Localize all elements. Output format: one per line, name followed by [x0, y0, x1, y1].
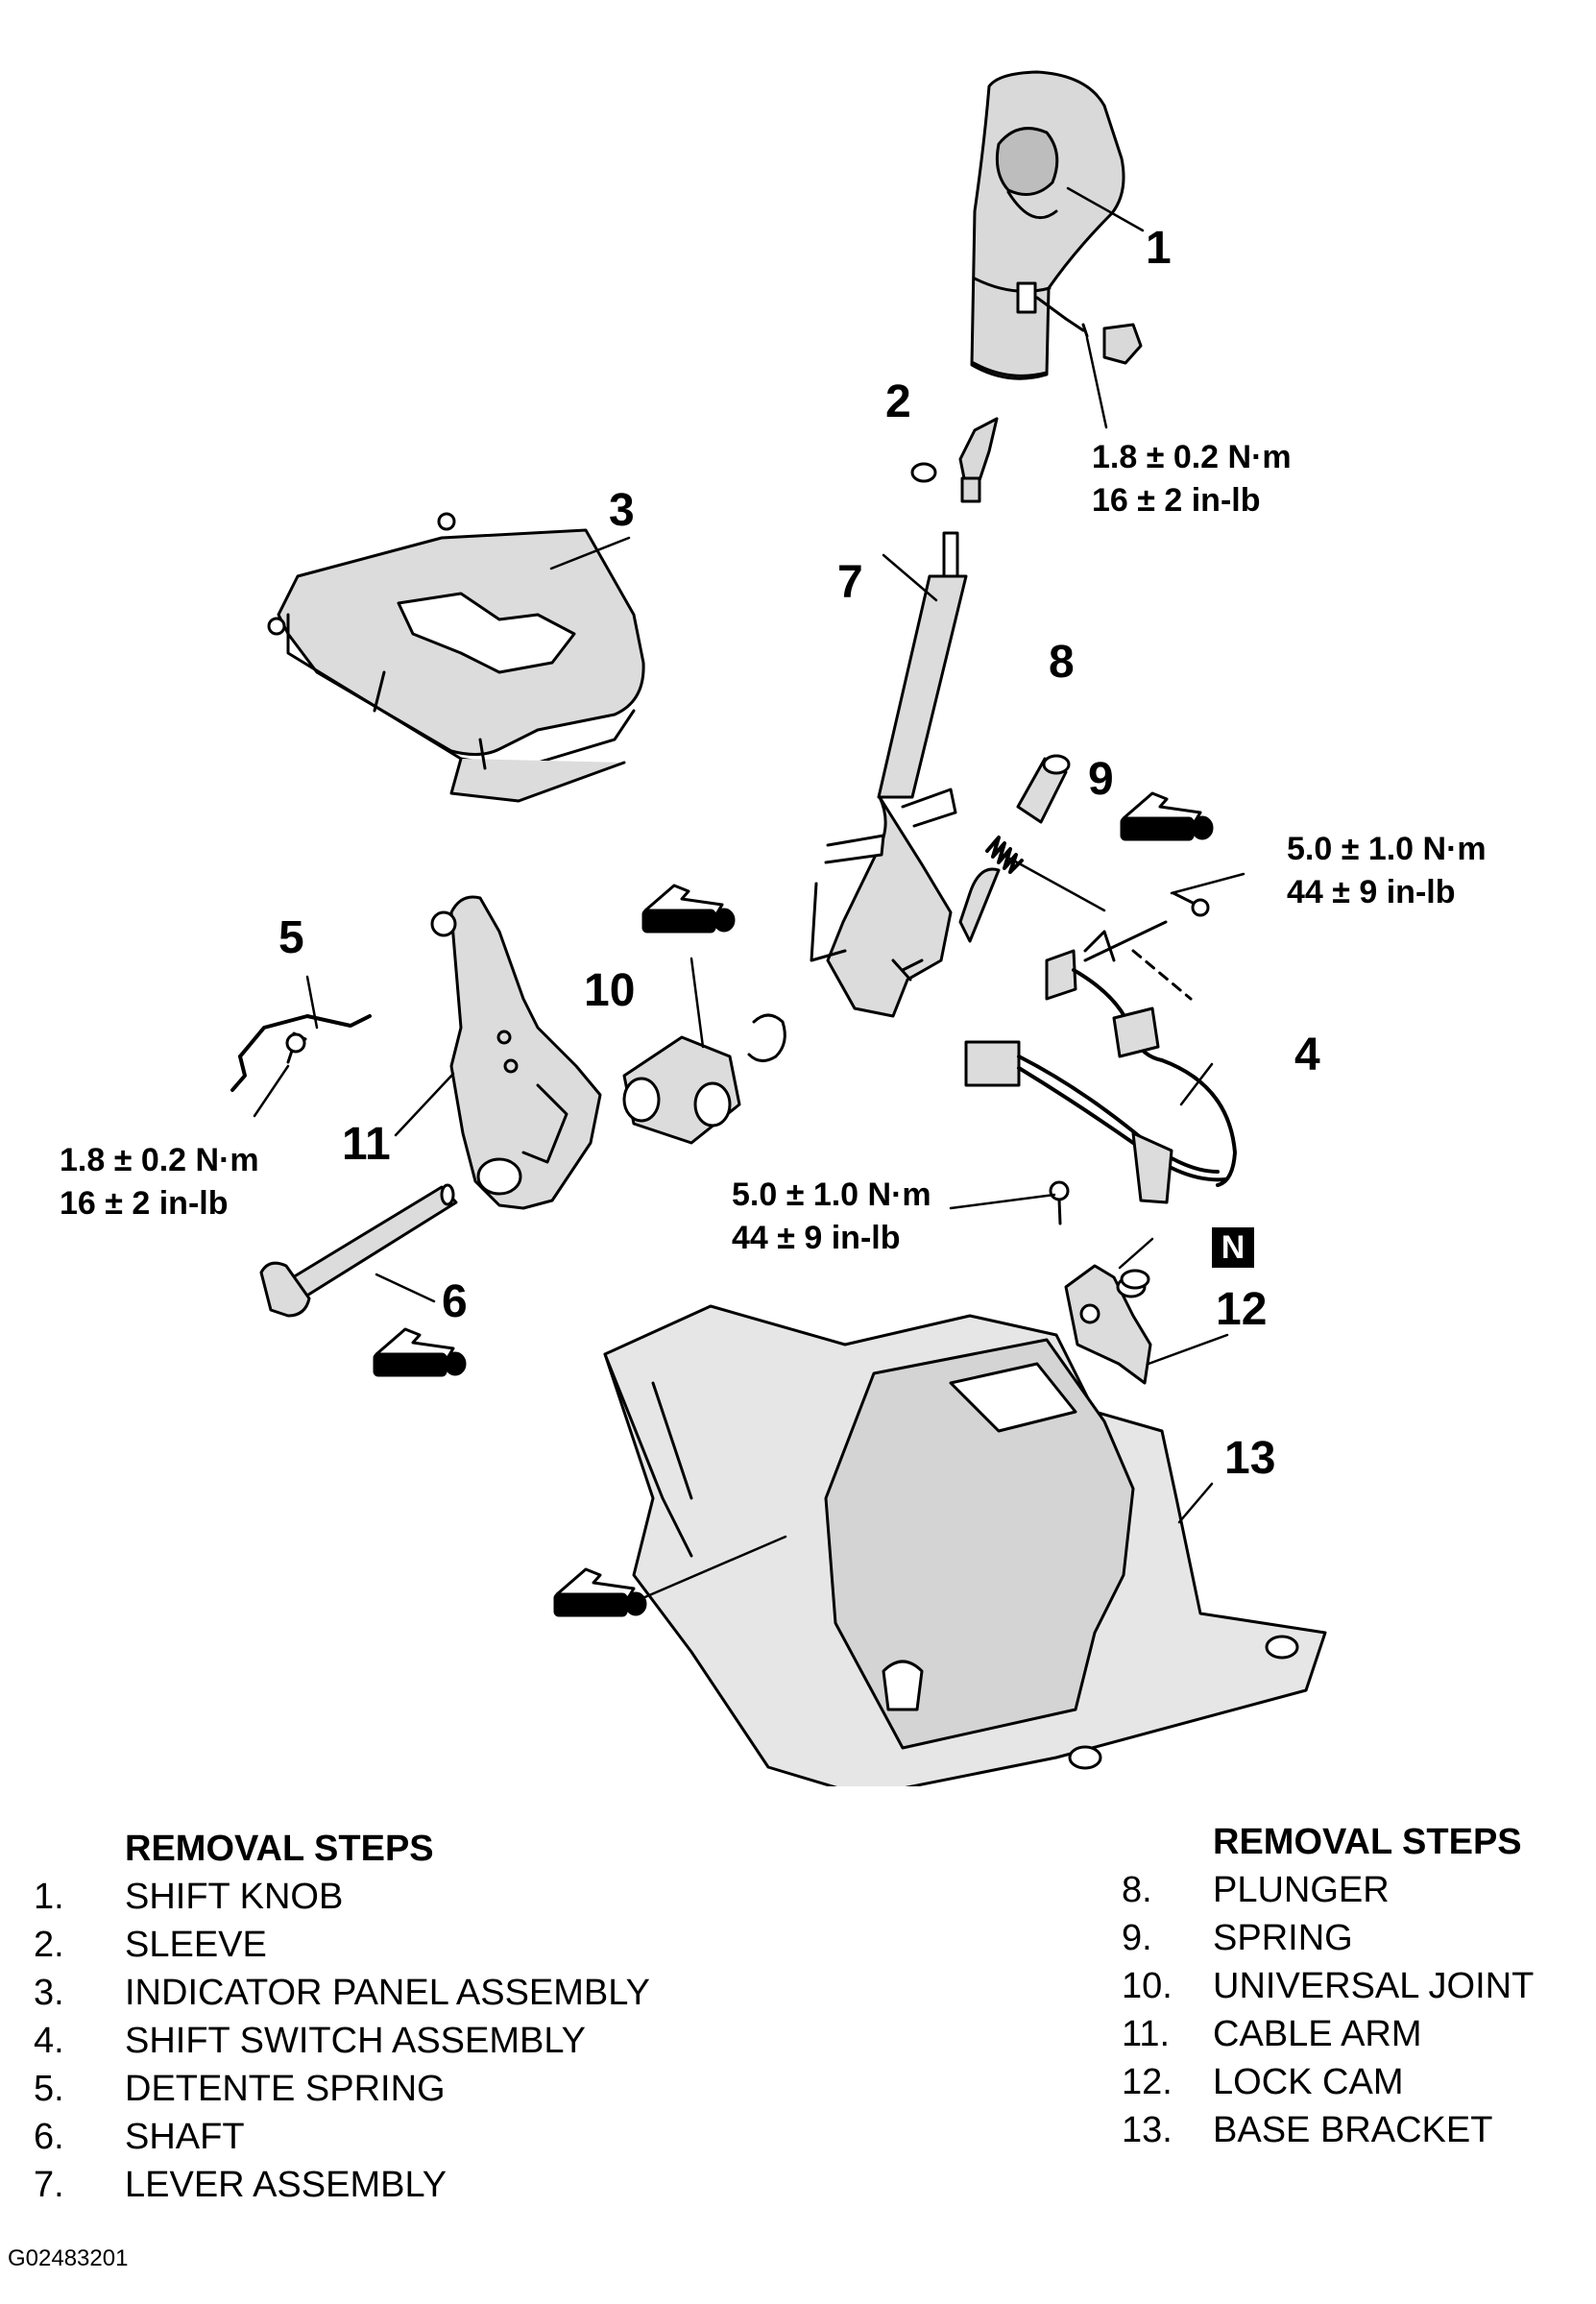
- universal-joint-part: [622, 1013, 786, 1145]
- step-number: 11.: [1122, 2014, 1171, 2054]
- step-name: SHIFT KNOB: [125, 1877, 344, 1917]
- screw-icon: [1172, 891, 1210, 917]
- indicator-panel-part: [267, 512, 645, 803]
- cable-arm-part: [430, 895, 602, 1210]
- torque-spec: 5.0 ± 1.0 N·m 44 ± 9 in-lb: [1287, 828, 1487, 914]
- shaft-part: [259, 1183, 458, 1318]
- callout-number: 11: [342, 1119, 391, 1170]
- list-item: 9. SPRING: [1122, 1914, 1534, 1962]
- list-item: 1. SHIFT KNOB: [34, 1873, 650, 1921]
- step-name: SHAFT: [125, 2117, 245, 2157]
- screw-icon: [1049, 1180, 1070, 1225]
- step-number: 13.: [1122, 2110, 1173, 2150]
- washer-icon: [1120, 1269, 1150, 1290]
- step-number: 1.: [34, 1877, 64, 1917]
- grease-icon: [553, 1567, 647, 1617]
- list-item: 4. SHIFT SWITCH ASSEMBLY: [34, 2017, 650, 2065]
- callout-number: 8: [1049, 637, 1075, 688]
- list-item: 5. DETENTE SPRING: [34, 2065, 650, 2113]
- non-reusable-badge: N: [1212, 1227, 1254, 1268]
- step-name: BASE BRACKET: [1213, 2110, 1493, 2150]
- removal-steps-heading: REMOVAL STEPS: [1213, 1822, 1522, 1862]
- grease-icon: [373, 1327, 467, 1377]
- step-number: 5.: [34, 2069, 64, 2109]
- step-number: 4.: [34, 2021, 64, 2061]
- step-name: SPRING: [1213, 1918, 1353, 1958]
- torque-metric: 1.8 ± 0.2 N·m: [60, 1142, 259, 1178]
- torque-metric: 5.0 ± 1.0 N·m: [732, 1176, 931, 1213]
- shift-knob-part: [970, 70, 1143, 380]
- list-item: 3. INDICATOR PANEL ASSEMBLY: [34, 1969, 650, 2017]
- torque-spec: 5.0 ± 1.0 N·m 44 ± 9 in-lb: [732, 1174, 931, 1260]
- step-name: SLEEVE: [125, 1925, 267, 1965]
- torque-imperial: 44 ± 9 in-lb: [732, 1220, 901, 1256]
- shift-switch-part: [964, 920, 1237, 1204]
- list-item: 13. BASE BRACKET: [1122, 2106, 1534, 2154]
- detente-spring-part: [230, 1014, 372, 1092]
- list-item: 2. SLEEVE: [34, 1921, 650, 1969]
- list-item: 10. UNIVERSAL JOINT: [1122, 1962, 1535, 2010]
- torque-imperial: 16 ± 2 in-lb: [1092, 482, 1261, 519]
- figure-code: G02483201: [8, 2245, 129, 2271]
- torque-imperial: 44 ± 9 in-lb: [1287, 874, 1456, 910]
- callout-number: 12: [1216, 1284, 1268, 1335]
- screw-icon: [285, 1032, 306, 1064]
- spring-part: [985, 836, 1024, 874]
- list-item: 12. LOCK CAM: [1122, 2058, 1534, 2106]
- step-name: LEVER ASSEMBLY: [125, 2165, 447, 2205]
- removal-steps-left: REMOVAL STEPS 1. SHIFT KNOB 2. SLEEVE 3. IN…: [34, 1825, 650, 2209]
- step-name: DETENTE SPRING: [125, 2069, 446, 2109]
- callout-number: 4: [1294, 1030, 1320, 1080]
- step-number: 8.: [1122, 1870, 1152, 1910]
- step-name: CABLE ARM: [1213, 2014, 1422, 2054]
- step-name: INDICATOR PANEL ASSEMBLY: [125, 1973, 650, 2013]
- step-name: SHIFT SWITCH ASSEMBLY: [125, 2021, 587, 2061]
- torque-metric: 1.8 ± 0.2 N·m: [1092, 439, 1292, 475]
- grease-icon: [1120, 791, 1214, 841]
- list-item: 11. CABLE ARM: [1122, 2010, 1534, 2058]
- torque-imperial: 16 ± 2 in-lb: [60, 1185, 229, 1222]
- step-number: 9.: [1122, 1918, 1152, 1958]
- step-number: 10.: [1122, 1966, 1173, 2006]
- torque-metric: 5.0 ± 1.0 N·m: [1287, 831, 1487, 867]
- callout-number: 1: [1146, 223, 1172, 274]
- torque-spec: 1.8 ± 0.2 N·m 16 ± 2 in-lb: [1092, 436, 1292, 522]
- step-number: 12.: [1122, 2062, 1173, 2102]
- callout-number: 13: [1224, 1433, 1276, 1484]
- callout-number: 10: [584, 965, 636, 1016]
- step-number: 7.: [34, 2165, 64, 2205]
- step-name: PLUNGER: [1213, 1870, 1390, 1910]
- step-name: LOCK CAM: [1213, 2062, 1404, 2102]
- callout-number: 3: [609, 485, 635, 536]
- callout-number: 2: [885, 376, 911, 427]
- grease-icon: [641, 884, 736, 934]
- list-item: 7. LEVER ASSEMBLY: [34, 2161, 650, 2209]
- step-number: 3.: [34, 1973, 64, 2013]
- exploded-view-drawing: [230, 70, 1327, 1786]
- callout-number: 6: [442, 1276, 468, 1327]
- step-name: UNIVERSAL JOINT: [1213, 1966, 1535, 2006]
- sleeve-part: [910, 417, 999, 503]
- step-number: 2.: [34, 1925, 64, 1965]
- leader-lines: [253, 186, 1245, 1604]
- callout-number: 9: [1088, 754, 1114, 805]
- removal-steps-right: REMOVAL STEPS 8. PLUNGER 9. SPRING 10. UNIV…: [1122, 1818, 1535, 2154]
- step-number: 6.: [34, 2117, 64, 2157]
- base-bracket-part: [603, 1304, 1327, 1786]
- plunger-part: [1016, 754, 1071, 824]
- torque-spec: 1.8 ± 0.2 N·m 16 ± 2 in-lb: [60, 1139, 259, 1225]
- list-item: 8. PLUNGER: [1122, 1866, 1534, 1914]
- callout-number: 7: [837, 557, 863, 608]
- list-item: 6. SHAFT: [34, 2113, 650, 2161]
- removal-steps-heading: REMOVAL STEPS: [125, 1829, 434, 1869]
- callout-number: 5: [278, 912, 304, 963]
- lever-assembly-part: [810, 531, 1001, 1018]
